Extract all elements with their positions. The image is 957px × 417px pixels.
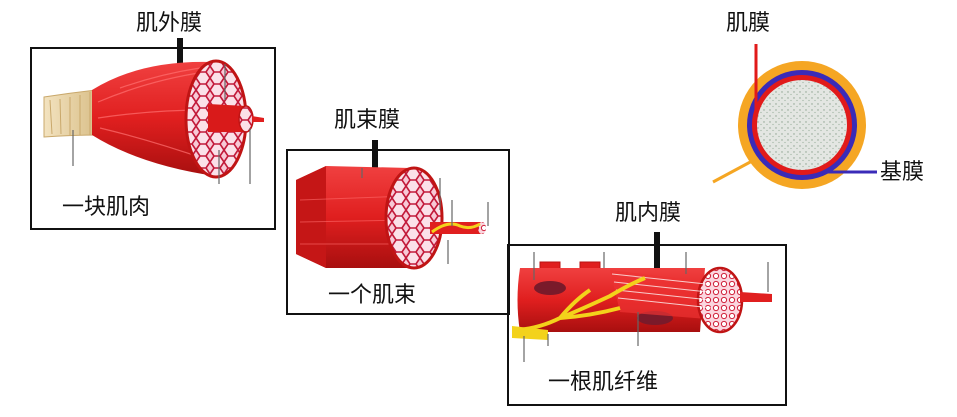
tendon	[43, 89, 101, 138]
fiber-frame	[507, 244, 787, 406]
fiber-cross-section	[696, 266, 744, 334]
protruding-fascicle	[208, 104, 246, 132]
fascicle-panel	[286, 140, 510, 315]
basement-membrane-label: 基膜	[880, 160, 925, 185]
fascicle-frame	[286, 149, 510, 315]
fascicle-caption: 一个肌束	[328, 283, 417, 308]
epimysium-label: 肌外膜	[136, 11, 203, 36]
perimysium-label: 肌束膜	[334, 108, 401, 133]
whole-muscle-panel	[30, 38, 276, 230]
fiber-membrane-cross-section	[712, 44, 877, 189]
outer-layer-pointer	[712, 158, 755, 184]
fiber-panel	[507, 232, 787, 406]
endomysium-label: 肌内膜	[615, 201, 682, 226]
whole-muscle-body	[92, 61, 215, 176]
nucleus	[534, 281, 566, 295]
fiber-caption: 一根肌纤维	[548, 370, 659, 395]
sarcoplasm	[757, 80, 847, 170]
whole-muscle-frame	[30, 47, 276, 230]
whole-muscle-caption: 一块肌肉	[62, 195, 151, 220]
sarcolemma-label: 肌膜	[726, 11, 771, 36]
fascicle-cross-section	[384, 166, 444, 270]
